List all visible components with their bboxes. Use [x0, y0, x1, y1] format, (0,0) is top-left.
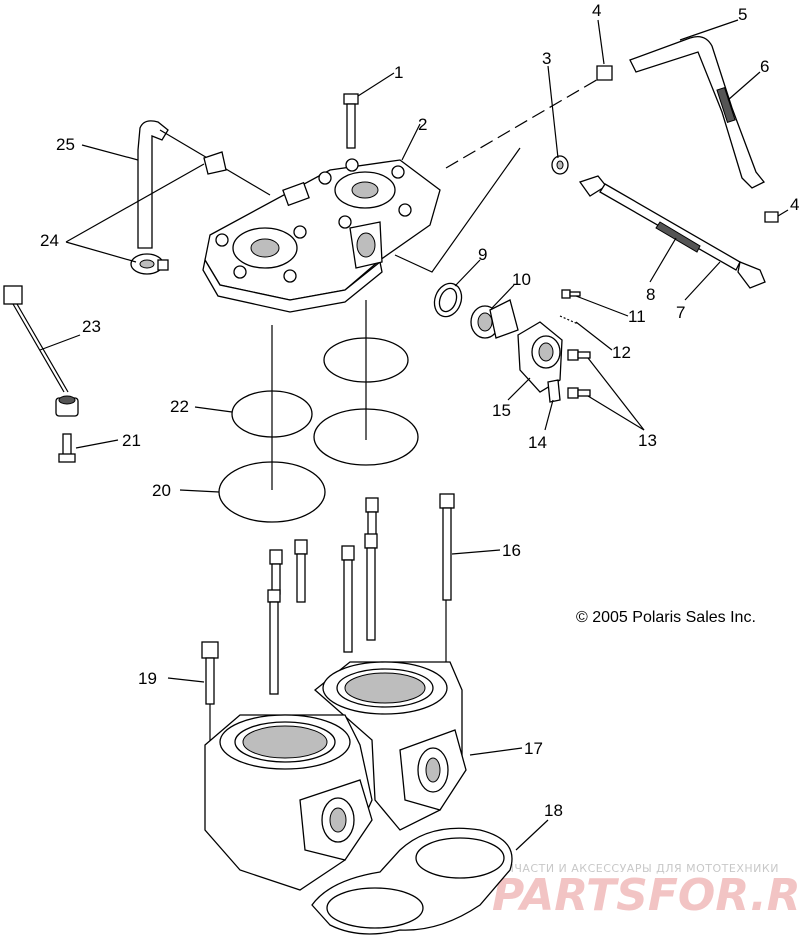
callout-4-right: 4 — [790, 195, 799, 214]
thermostat-housing — [517, 321, 563, 393]
callout-16: 16 — [502, 541, 521, 560]
hose-clamps — [130, 151, 227, 275]
callout-5: 5 — [738, 5, 747, 24]
callout-22: 22 — [170, 397, 189, 416]
leader-lines — [39, 19, 789, 851]
callout-13: 13 — [638, 431, 657, 450]
spring-pin — [559, 315, 579, 325]
callout-21: 21 — [122, 431, 141, 450]
callout-8: 8 — [646, 285, 655, 304]
cylinder-head — [202, 158, 441, 313]
callout-14: 14 — [528, 433, 547, 452]
housing-bolts — [567, 349, 591, 399]
base-gasket — [311, 827, 513, 935]
callout-1: 1 — [394, 63, 403, 82]
callout-7: 7 — [676, 303, 685, 322]
small-screw — [561, 289, 581, 299]
hose-clamp — [596, 65, 779, 223]
callout-3: 3 — [542, 49, 551, 68]
callout-24: 24 — [40, 231, 59, 250]
callout-20: 20 — [152, 481, 171, 500]
watermark-logo: PARTSFOR.RU — [492, 870, 800, 921]
cylinder-studs — [201, 493, 455, 800]
callout-19: 19 — [138, 669, 157, 688]
callout-23: 23 — [82, 317, 101, 336]
callout-17: 17 — [524, 739, 543, 758]
callout-25: 25 — [56, 135, 75, 154]
callout-9: 9 — [478, 245, 487, 264]
callout-18: 18 — [544, 801, 563, 820]
temperature-sensor-cable — [578, 175, 766, 289]
alignment-line — [445, 77, 601, 169]
callout-4-top: 4 — [592, 1, 601, 20]
cable-route-line — [394, 147, 521, 273]
watermark-tagline: ЗАПЧАСТИ И АКСЕССУАРЫ ДЛЯ МОТОТЕХНИКИ — [490, 862, 779, 875]
head-o-rings — [218, 300, 419, 523]
callout-15: 15 — [492, 401, 511, 420]
copyright-notice: © 2005 Polaris Sales Inc. — [576, 609, 756, 626]
cylinder-block — [204, 661, 467, 891]
head-bolt — [343, 93, 359, 149]
callout-12: 12 — [612, 343, 631, 362]
watermark: ЗАПЧАСТИ И АКСЕССУАРЫ ДЛЯ МОТОТЕХНИКИ PA… — [490, 862, 800, 921]
thermostat-gasket — [433, 282, 463, 318]
callout-11: 11 — [628, 307, 646, 326]
bleed-hose — [629, 35, 766, 189]
thermostat — [470, 299, 519, 339]
callout-10: 10 — [512, 270, 531, 289]
callout-2: 2 — [418, 115, 427, 134]
bracket-clip — [547, 379, 561, 403]
sealing-washer — [551, 155, 569, 175]
callout-labels: 1 2 3 4 5 6 7 8 9 10 11 12 13 14 15 16 1… — [40, 1, 799, 820]
callout-6: 6 — [760, 57, 769, 76]
sensor-bolt — [58, 433, 76, 463]
knock-sensor — [3, 285, 79, 417]
